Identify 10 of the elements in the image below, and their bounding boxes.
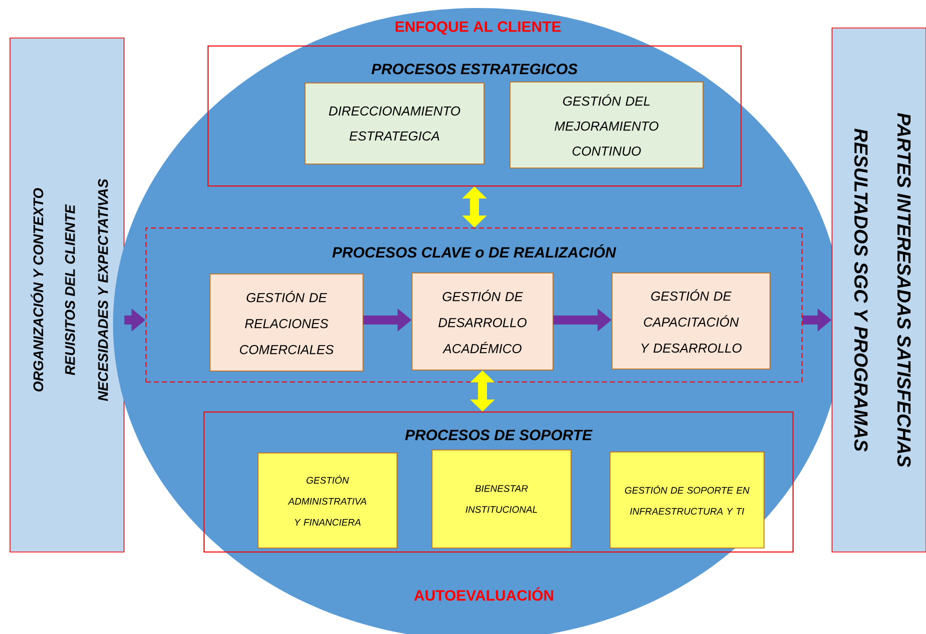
process-box: GESTIÓN DEL MEJORAMIENTO CONTINUO xyxy=(510,82,704,168)
side-panel: PARTES INTERESADAS SATISFECHAS RESULTADOS SGC Y PROGRAMAS xyxy=(832,28,926,552)
process-box: DIRECCIONAMIENTO ESTRATEGICA xyxy=(304,82,484,164)
process-box: GESTIÓN DE SOPORTE EN INFRAESTRUCTURA Y TI xyxy=(610,452,764,548)
process-box: GESTIÓN DE CAPACITACIÓN Y DESARROLLO xyxy=(612,272,770,370)
process-box: BIENESTAR INSTITUCIONAL xyxy=(432,450,572,548)
process-box: GESTIÓN DE RELACIONES COMERCIALES xyxy=(210,274,364,372)
process-box: GESTIÓN ADMINISTRATIVA Y FINANCIERA xyxy=(258,452,398,548)
process-box: GESTIÓN DE DESARROLLO ACADÉMICO xyxy=(412,272,554,370)
side-panel: ORGANIZACIÓN Y CONTEXTO REUISITOS DEL CLIENTE NECESIDADES Y EXPECTATIVAS xyxy=(10,38,124,552)
